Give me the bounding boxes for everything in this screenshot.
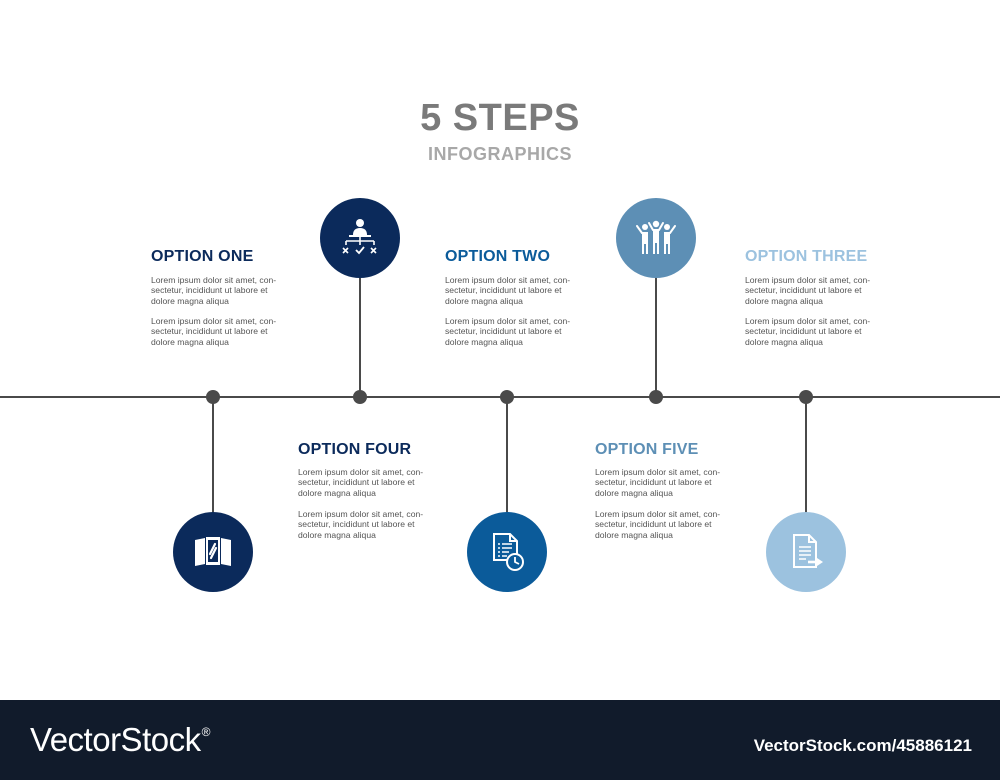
option-two-text-2: Lorem ipsum dolor sit amet, con- sectetu… <box>445 316 571 347</box>
option-three-text-1: Lorem ipsum dolor sit amet, con- sectetu… <box>745 275 871 306</box>
option-one-title: OPTION ONE <box>151 248 254 265</box>
option-two-title: OPTION TWO <box>445 248 551 265</box>
step-circle <box>766 512 846 592</box>
step-circle <box>320 198 400 278</box>
flyer-icon <box>195 537 231 566</box>
option-one-text-2: Lorem ipsum dolor sit amet, con- sectetu… <box>151 316 277 347</box>
document-time-icon <box>493 533 524 571</box>
timeline-dot <box>353 390 367 404</box>
option-two-text-1: Lorem ipsum dolor sit amet, con- sectetu… <box>445 275 571 306</box>
timeline-stem <box>655 276 657 396</box>
option-one-text-1: Lorem ipsum dolor sit amet, con- sectetu… <box>151 275 277 306</box>
option-three-text-2: Lorem ipsum dolor sit amet, con- sectetu… <box>745 316 871 347</box>
decision-maker-icon <box>342 219 377 255</box>
option-four-text-2: Lorem ipsum dolor sit amet, con- sectetu… <box>298 509 424 540</box>
option-five-text-1: Lorem ipsum dolor sit amet, con- sectetu… <box>595 467 721 498</box>
option-four-text-1: Lorem ipsum dolor sit amet, con- sectetu… <box>298 467 424 498</box>
step-circle <box>616 198 696 278</box>
vectorstock-logo: VectorStock® <box>30 721 210 758</box>
footer-image-id: VectorStock.com/45886121 <box>753 736 972 755</box>
step-circle <box>467 512 547 592</box>
document-export-icon <box>793 534 823 568</box>
step-circle <box>173 512 253 592</box>
timeline-stem <box>359 276 361 396</box>
team-celebration-icon <box>636 220 676 254</box>
option-five-text-2: Lorem ipsum dolor sit amet, con- sectetu… <box>595 509 721 540</box>
footer-bar <box>0 700 1000 780</box>
page-subtitle: INFOGRAPHICS <box>427 144 572 164</box>
option-three-title: OPTION THREE <box>745 248 868 265</box>
option-five-title: OPTION FIVE <box>595 441 699 458</box>
timeline-stem <box>506 397 508 515</box>
timeline-stem <box>212 397 214 515</box>
timeline-dot <box>649 390 663 404</box>
option-four-title: OPTION FOUR <box>298 441 412 458</box>
page-title: 5 STEPS <box>420 97 580 139</box>
timeline-stem <box>805 397 807 515</box>
